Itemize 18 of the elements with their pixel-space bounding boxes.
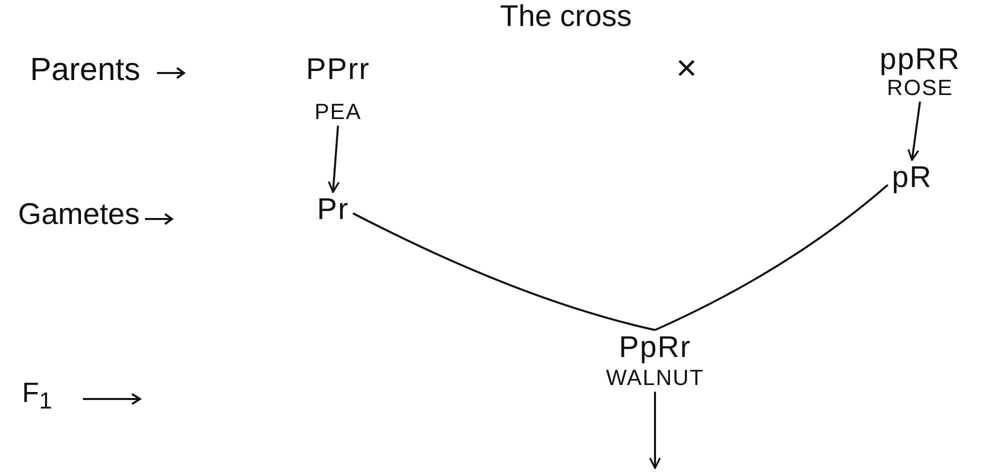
genotype-text: PPrr xyxy=(306,54,370,86)
phenotype-text: ROSE xyxy=(886,76,954,100)
row-label: × xyxy=(676,48,698,88)
row-label: F$_{1}$ xyxy=(22,378,52,414)
row-label: The cross xyxy=(500,0,632,33)
phenotype-text: PEA xyxy=(314,100,362,124)
arrow xyxy=(908,102,921,161)
genotype-text: PpRr xyxy=(618,332,692,364)
genotype-text: ppRR xyxy=(880,44,960,76)
genotype-text: Pr xyxy=(317,194,349,226)
arrow xyxy=(649,392,661,469)
row-label: Parents xyxy=(30,52,140,88)
row-label: Gametes xyxy=(18,198,140,231)
connector-line xyxy=(352,212,656,331)
phenotype-text: WALNUT xyxy=(606,366,704,390)
connector-line xyxy=(654,184,888,331)
arrow xyxy=(328,126,340,193)
genotype-text: pR xyxy=(892,162,932,194)
